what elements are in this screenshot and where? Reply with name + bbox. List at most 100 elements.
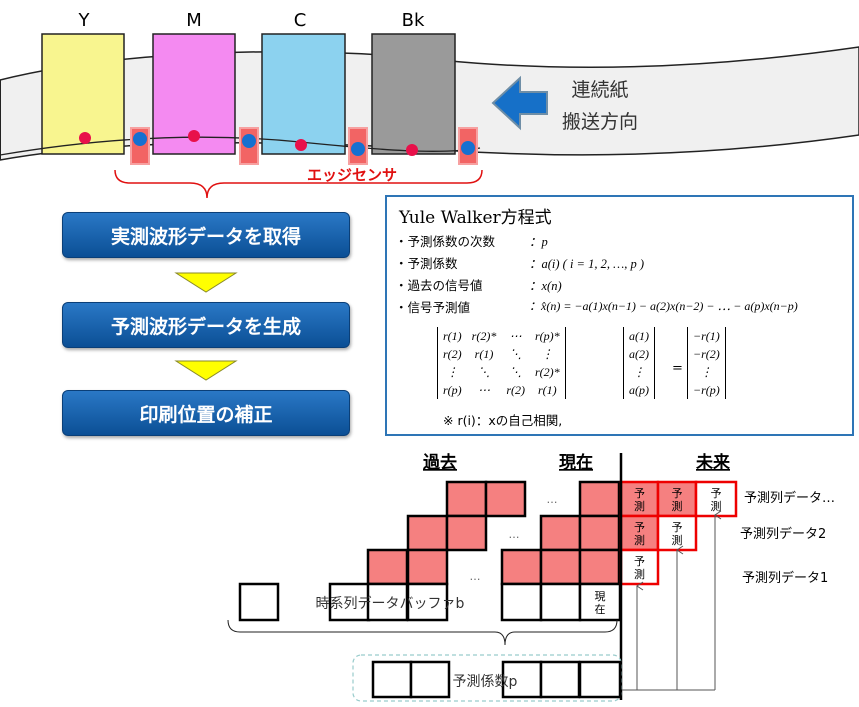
- past-data-cell: [578, 548, 621, 586]
- matrix-cell: ⋮: [541, 346, 554, 361]
- coefficient-cell: [409, 660, 451, 699]
- buffer-cell-present-text: 現在: [595, 590, 606, 616]
- buffer-cell: [238, 582, 280, 622]
- series-label-n: 予測列データ…: [744, 490, 835, 506]
- matrix-cell: r(2)*: [471, 328, 497, 343]
- prediction-cell-text: 予測: [634, 487, 645, 513]
- matrix-cell: a(p): [629, 382, 649, 397]
- label-past: 過去: [423, 452, 457, 473]
- autocorrelation-matrix: r(1)r(2)*⋯r(p)*r(2)r(1)⋱⋮⋮⋱⋱r(2)*r(p)⋯r(…: [437, 327, 566, 399]
- past-data-cell: [445, 480, 488, 518]
- prediction-arrows: [622, 510, 722, 691]
- buffer-cell: [366, 582, 409, 622]
- prediction-cell-text: 予測: [672, 521, 683, 547]
- flow-step-measure: 実測波形データを取得: [62, 212, 350, 258]
- past-data-cell: [578, 514, 621, 552]
- matrix-cell: ⋱: [509, 364, 522, 379]
- buffer-label: 時系列データバッファb: [316, 595, 465, 612]
- flow-step-correct: 印刷位置の補正: [62, 390, 350, 436]
- prediction-cell: [619, 480, 660, 518]
- prediction-cell: [619, 548, 660, 586]
- past-data-cell: [406, 548, 449, 586]
- edge-sensor-label: エッジセンサ: [307, 166, 397, 184]
- formula-item-label: ・過去の信号値: [395, 278, 483, 293]
- matrix-cell: −r(1): [693, 328, 720, 343]
- past-data-cell: [366, 548, 409, 586]
- formula-item-label: ・予測係数の次数: [395, 234, 496, 249]
- matrix-cell: r(p): [443, 382, 462, 397]
- matrix-cell: r(p)*: [535, 328, 560, 343]
- prediction-cell-text: 予測: [672, 487, 683, 513]
- head-label-m: M: [186, 10, 202, 31]
- direction-line1: 連続紙: [571, 79, 628, 101]
- past-data-cell: [484, 480, 527, 518]
- matrix-cell: r(1): [443, 328, 462, 343]
- buffer-cell: [539, 582, 582, 622]
- matrix-cell: −r(p): [693, 382, 720, 397]
- formula-title: Yule Walker方程式: [399, 208, 552, 228]
- formula-item-value: ：x(n): [529, 279, 562, 293]
- yule-walker-panel: Yule Walker方程式 ・予測係数の次数 ：p ・予測係数 ：a(i) (…: [385, 195, 854, 436]
- prediction-cell: [694, 480, 738, 518]
- rhs-vector: −r(1) −r(2) ⋮ −r(p): [687, 327, 726, 399]
- matrix-cell: ⋯: [509, 328, 522, 343]
- formula-item-value: ：a(i) ( i = 1, 2, …, p ): [529, 257, 645, 271]
- ellipsis-row1: …: [547, 493, 558, 506]
- formula-item-label: ・予測係数: [395, 256, 458, 271]
- sensor-brace: [114, 169, 483, 199]
- matrix-cell: a(1): [629, 328, 649, 343]
- head-black: [371, 33, 456, 155]
- prediction-cell-text: 予測: [634, 555, 645, 581]
- matrix-cell: ⋮: [446, 364, 459, 379]
- matrix-cell: ⋱: [509, 346, 522, 361]
- flow-step-predict: 予測波形データを生成: [62, 302, 350, 348]
- formula-item-value: ：x̂(n) = −a(1)x(n−1) − a(2)x(n−2) − ⋯ − …: [529, 299, 798, 313]
- past-data-cell: [539, 514, 582, 552]
- flow-arrow-2: [174, 360, 238, 381]
- coefficient-vector: a(1) a(2) ⋮ a(p): [623, 327, 655, 399]
- buffer-cell: [406, 582, 449, 622]
- direction-line2: 搬送方向: [562, 111, 638, 133]
- matrix-cell: r(2): [443, 346, 462, 361]
- head-label-y: Y: [78, 10, 91, 31]
- past-data-cell: [578, 480, 621, 518]
- buffer-cell: [500, 582, 543, 622]
- prediction-cell: [656, 514, 698, 552]
- formula-item-label: ・信号予測値: [395, 300, 471, 315]
- matrix-cell: a(2): [629, 346, 649, 361]
- coefficient-label: 予測係数p: [453, 674, 518, 690]
- coefficient-cells: [371, 660, 622, 699]
- matrix-cell: ⋯: [478, 382, 490, 397]
- buffer-cell: [328, 582, 371, 622]
- coefficient-cell: [371, 660, 413, 699]
- head-label-bk: Bk: [402, 10, 425, 31]
- equals-sign: =: [672, 361, 683, 376]
- past-data-cell: [500, 548, 543, 586]
- past-data-cell: [445, 514, 488, 552]
- matrix-cell: r(2)*: [535, 364, 560, 379]
- matrix-cell: r(2): [506, 382, 526, 397]
- coefficient-cell: [501, 660, 543, 699]
- head-label-c: C: [294, 10, 307, 31]
- label-future: 未来: [695, 452, 731, 473]
- prediction-cell-text: 予測: [634, 521, 645, 547]
- coefficient-cell: [578, 660, 622, 699]
- label-present: 現在: [559, 452, 593, 473]
- past-data-cell: [406, 514, 449, 552]
- matrix-cell: −r(2): [693, 346, 720, 361]
- flow-arrow-1: [174, 272, 238, 293]
- past-data-cell: [539, 548, 582, 586]
- prediction-cell: [656, 480, 698, 518]
- edge-sensors: [130, 127, 478, 165]
- formula-note: ※ r(i)：xの自己相関,: [443, 413, 563, 428]
- matrix-cell: ⋮: [633, 364, 645, 379]
- print-marks: [79, 130, 418, 156]
- matrix-cell: ⋱: [478, 364, 490, 379]
- matrix-cell: ⋮: [700, 364, 713, 379]
- buffer-brace: [227, 619, 618, 646]
- arrow-left-icon: [491, 75, 548, 131]
- ellipsis-row2: …: [509, 528, 520, 541]
- series-label-1: 予測列データ1: [742, 570, 828, 586]
